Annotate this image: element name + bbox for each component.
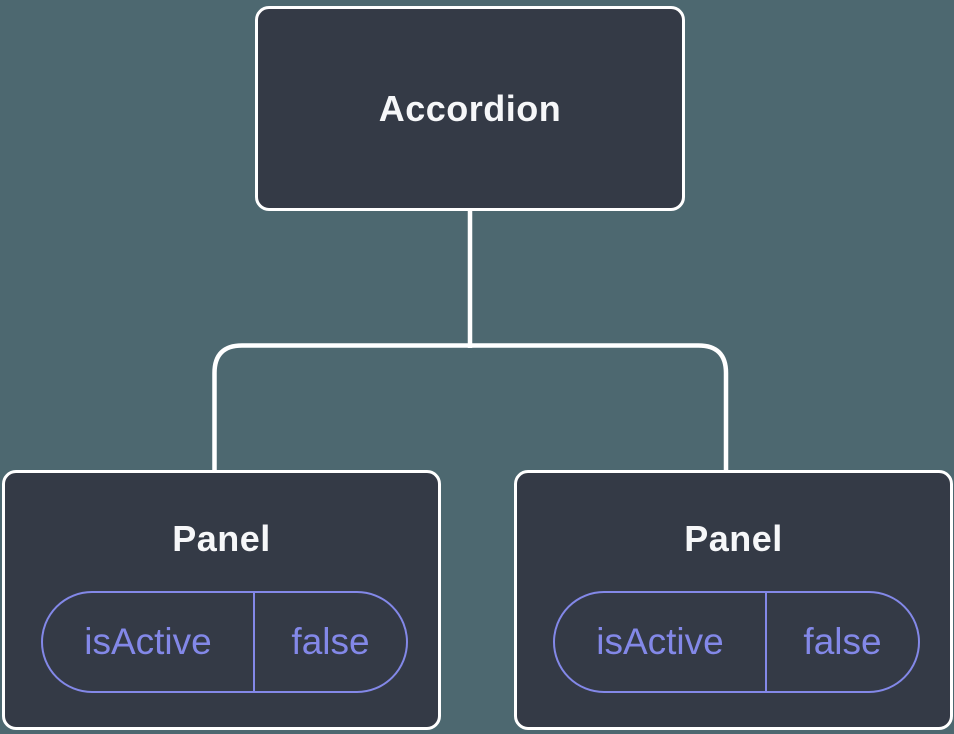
accordion-label: Accordion — [378, 87, 562, 129]
state-key: isActive — [555, 593, 767, 691]
state-value: false — [291, 621, 370, 662]
panel-label: Panel — [172, 518, 271, 559]
node-panel-2: Panel isActive false — [514, 470, 953, 730]
node-accordion: Accordion — [255, 6, 685, 211]
state-pill: isActive false — [41, 591, 408, 693]
panel-label: Panel — [684, 518, 783, 559]
state-pill: isActive false — [553, 591, 920, 693]
state-key: isActive — [43, 593, 255, 691]
state-value: false — [803, 621, 882, 662]
node-panel-1: Panel isActive false — [2, 470, 441, 730]
connector-branch — [212, 343, 729, 472]
